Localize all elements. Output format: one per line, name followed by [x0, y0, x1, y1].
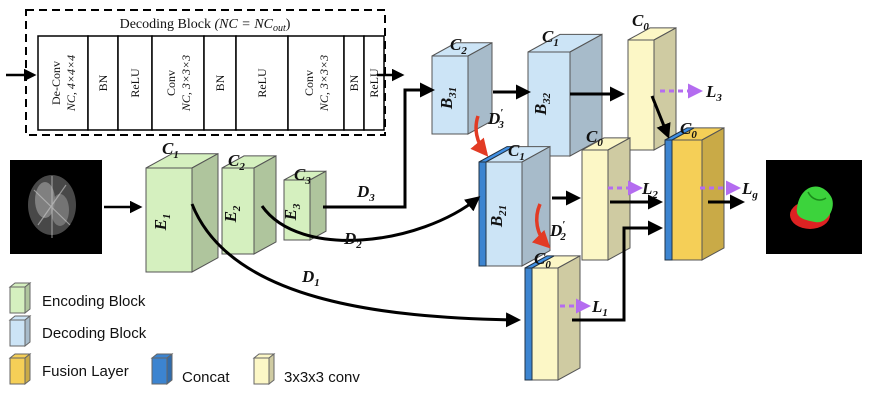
decoding-layer-box	[151, 35, 205, 131]
decoding-block-b31: B31 C2	[431, 35, 493, 135]
decoding-block-b32-label: B32	[531, 92, 553, 116]
input-ct-image	[10, 160, 102, 254]
connections	[190, 82, 745, 328]
fusion-layer-channels: C0	[680, 119, 697, 141]
decoding-layer-label: De-ConvNC, 4×4×4	[49, 55, 78, 112]
conv-block-bottom: C0	[524, 249, 581, 381]
encoding-block-e2-label: E2	[221, 205, 243, 223]
concat-strip	[664, 139, 673, 261]
decoding-layer-label: ConvNC, 3×3×3	[302, 55, 331, 112]
decoding-layer-label: BN	[213, 74, 227, 91]
decoding-layer-label: ReLU	[367, 68, 381, 98]
d2p-arrow	[531, 203, 551, 249]
d1-arrow	[190, 203, 521, 328]
legend-concat-label: Concat	[182, 369, 230, 386]
output-segmentation-image	[766, 160, 862, 254]
decoding-block-b21-channels: C1	[508, 141, 525, 163]
decoding-block-b32: B32 C1	[527, 27, 603, 157]
conv-block-mid-channels: C0	[586, 127, 603, 149]
legend-conv-label: 3x3x3 conv	[284, 369, 360, 386]
decoding-layer-label: ReLU	[255, 68, 269, 98]
conv-block-bottom-channels: C0	[534, 249, 551, 271]
decoding-layer-label: ConvNC, 3×3×3	[164, 55, 193, 112]
decoding-layer-box	[87, 35, 119, 131]
decoding-layer-1: De-ConvNC, 4×4×4	[37, 35, 89, 131]
lg-label: Lg	[741, 179, 758, 201]
encoding-block-e2: E2 C2	[221, 151, 277, 255]
decoding-layer-7: ConvNC, 3×3×3	[287, 35, 345, 131]
legend-fusion-label: Fusion Layer	[42, 363, 129, 380]
d3p-label: D′3	[487, 107, 504, 131]
decoding-layer-6: ReLU	[235, 35, 289, 131]
decoding-block-frame	[25, 9, 386, 136]
decoding-layer-box	[287, 35, 345, 131]
fusion-layer: C0	[664, 119, 725, 261]
d3-label: D3	[356, 182, 375, 204]
concat-strip	[524, 267, 533, 381]
decoding-layer-label: BN	[96, 74, 110, 91]
decoding-layer-5: BN	[203, 35, 237, 131]
l3-label: L3	[705, 82, 722, 104]
decoding-block-b31-channels: C2	[450, 35, 467, 57]
concat-strip	[478, 161, 487, 267]
decoding-layer-box	[235, 35, 289, 131]
legend-decoding-label: Decoding Block	[42, 325, 147, 342]
decoding-layer-2: BN	[87, 35, 119, 131]
decoding-layer-4: ConvNC, 3×3×3	[151, 35, 205, 131]
decoding-layer-box	[37, 35, 89, 131]
decoding-layer-8: BN	[343, 35, 365, 131]
decoding-layer-label: BN	[347, 74, 361, 91]
connection-labels: D3 D2 D1 D′3 D′2	[301, 107, 566, 289]
decoding-layer-box	[363, 35, 385, 131]
decoding-layer-9: ReLU	[363, 35, 385, 131]
d2-label: D2	[343, 229, 362, 251]
conv-bottom-to-fusion-arrow	[572, 220, 663, 322]
decoding-block-b21: B21 C1	[478, 141, 551, 267]
decoding-block-b32-channels: C1	[542, 27, 559, 49]
d3p-arrow	[470, 115, 489, 157]
decoding-block-b31-label: B31	[437, 87, 459, 110]
decoding-block-detail: Decoding Block (NC = NCout) De-ConvNC, 4…	[6, 9, 405, 136]
conv-top-to-fusion-arrow	[650, 95, 671, 139]
l2-label: L2	[641, 179, 658, 201]
loss-arrows	[560, 83, 741, 314]
conv-block-mid: C0	[581, 127, 631, 261]
d2p-label: D′2	[549, 219, 566, 243]
encoding-block-e3-label: E3	[281, 203, 303, 221]
conv-block-top: C0	[627, 11, 677, 151]
d3-arrow	[323, 82, 435, 209]
legend-encoding-label: Encoding Block	[42, 293, 146, 310]
decoding-layer-label: ReLU	[128, 68, 142, 98]
conv-block-top-channels: C0	[632, 11, 649, 33]
encoding-block-e1: E1 C1	[145, 139, 219, 273]
decoding-block-b21-label: B21	[487, 205, 509, 228]
legend-fusion-swatch	[8, 352, 32, 386]
encoding-block-e3: E3 C3	[281, 165, 327, 241]
legend-concat-swatch	[150, 352, 174, 386]
decoding-block-title: Decoding Block (NC = NCout)	[120, 17, 291, 34]
encoding-block-e1-channels: C1	[162, 139, 179, 161]
encoding-block-e2-channels: C2	[228, 151, 245, 173]
encoding-block-e1-label: E1	[151, 214, 173, 232]
l1-label: L1	[591, 297, 608, 319]
decoding-layer-3: ReLU	[117, 35, 153, 131]
legend-encoding-swatch	[8, 281, 32, 315]
legend-decoding-swatch	[8, 314, 32, 348]
legend-conv-swatch	[252, 352, 276, 386]
d1-label: D1	[301, 267, 320, 289]
skip-arrows	[470, 115, 551, 249]
decoding-layer-box	[203, 35, 237, 131]
encoding-block-e3-channels: C3	[294, 165, 311, 187]
loss-labels: L3 L2 Lg L1	[591, 82, 758, 319]
d2-arrow	[260, 196, 481, 242]
